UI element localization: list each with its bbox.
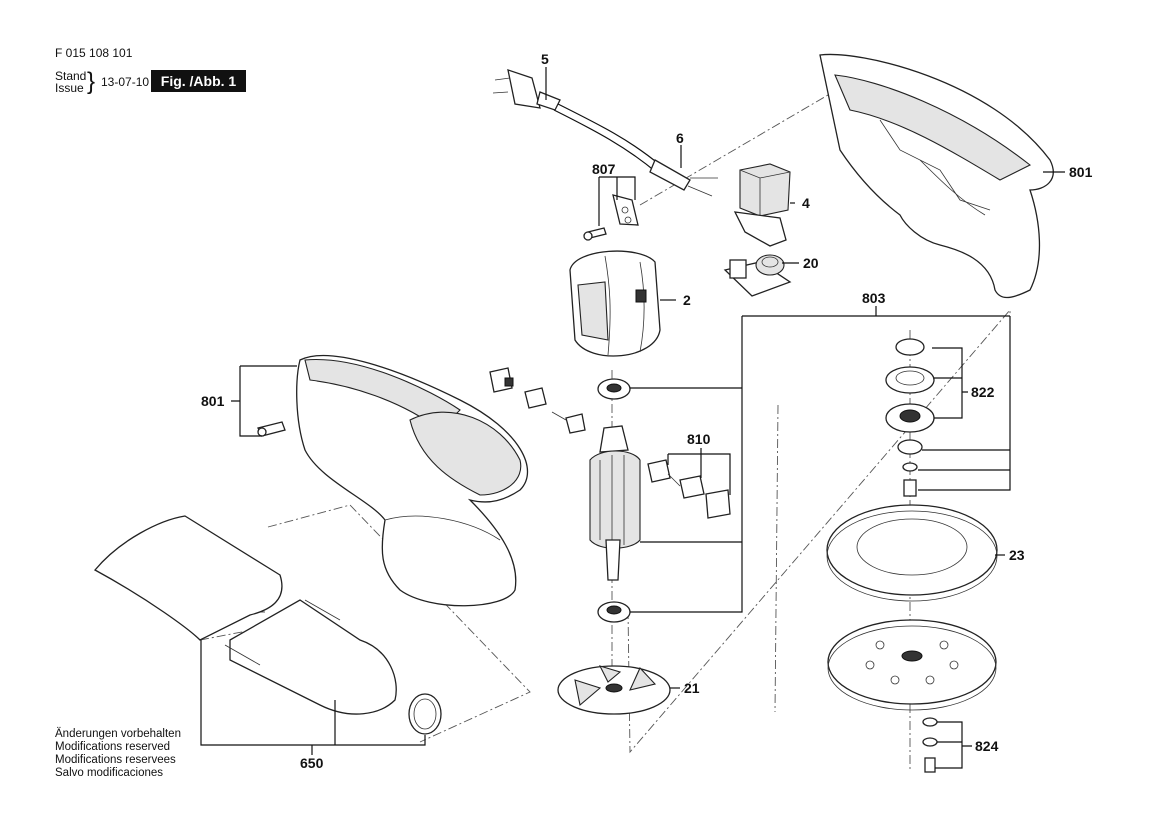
brace: } [87, 68, 96, 95]
figure-label: Fig. /Abb. 1 [151, 70, 246, 92]
note-fr: Modifications reservees [55, 754, 176, 766]
issue-date: 13-07-10 [101, 75, 150, 89]
armature-bearings [597, 378, 631, 623]
callout-2: 2 [683, 292, 691, 308]
note-de: Änderungen vorbehalten [55, 728, 181, 740]
callout-20: 20 [803, 255, 819, 271]
switch-part-4 [733, 163, 791, 247]
field-coil-part-2 [569, 250, 661, 357]
brush-holders [489, 367, 586, 434]
backing-plate-part-23 [826, 504, 998, 602]
cable-clamp-part-807 [583, 194, 639, 241]
leader-lines [200, 67, 1065, 769]
callout-810: 810 [687, 431, 711, 447]
part-number: F 015 108 101 [55, 46, 133, 60]
callout-numbers: 5 6 807 4 20 2 801 803 822 801 810 23 21… [201, 51, 1093, 771]
issue-label: Issue [55, 81, 84, 95]
bearing-set-part-822 [885, 338, 935, 497]
housing-half-left-part-801 [257, 354, 529, 607]
power-cord-part-5 [492, 69, 718, 197]
screw-set-part-824 [922, 717, 938, 773]
callout-822: 822 [971, 384, 995, 400]
callout-803: 803 [862, 290, 886, 306]
callout-824: 824 [975, 738, 999, 754]
stand-label: Stand [55, 69, 87, 83]
callout-650: 650 [300, 755, 324, 771]
callout-23: 23 [1009, 547, 1025, 563]
callout-807: 807 [592, 161, 616, 177]
electronic-module-part-20 [723, 254, 792, 297]
callout-801-left: 801 [201, 393, 225, 409]
fan-part-21 [557, 665, 671, 715]
sanding-pad [827, 619, 997, 711]
callout-21: 21 [684, 680, 700, 696]
note-es: Salvo modificaciones [55, 767, 164, 779]
modification-notes: Änderungen vorbehalten Modifications res… [55, 728, 181, 780]
dust-box-part-650 [93, 515, 442, 735]
housing-half-right-part-801 [819, 53, 1054, 299]
note-en: Modifications reserved [55, 741, 171, 753]
callout-4: 4 [802, 195, 810, 211]
callout-5: 5 [541, 51, 549, 67]
armature [589, 425, 641, 581]
callout-801-right: 801 [1069, 164, 1093, 180]
brush-set-part-810 [647, 459, 731, 519]
callout-6: 6 [676, 130, 684, 146]
